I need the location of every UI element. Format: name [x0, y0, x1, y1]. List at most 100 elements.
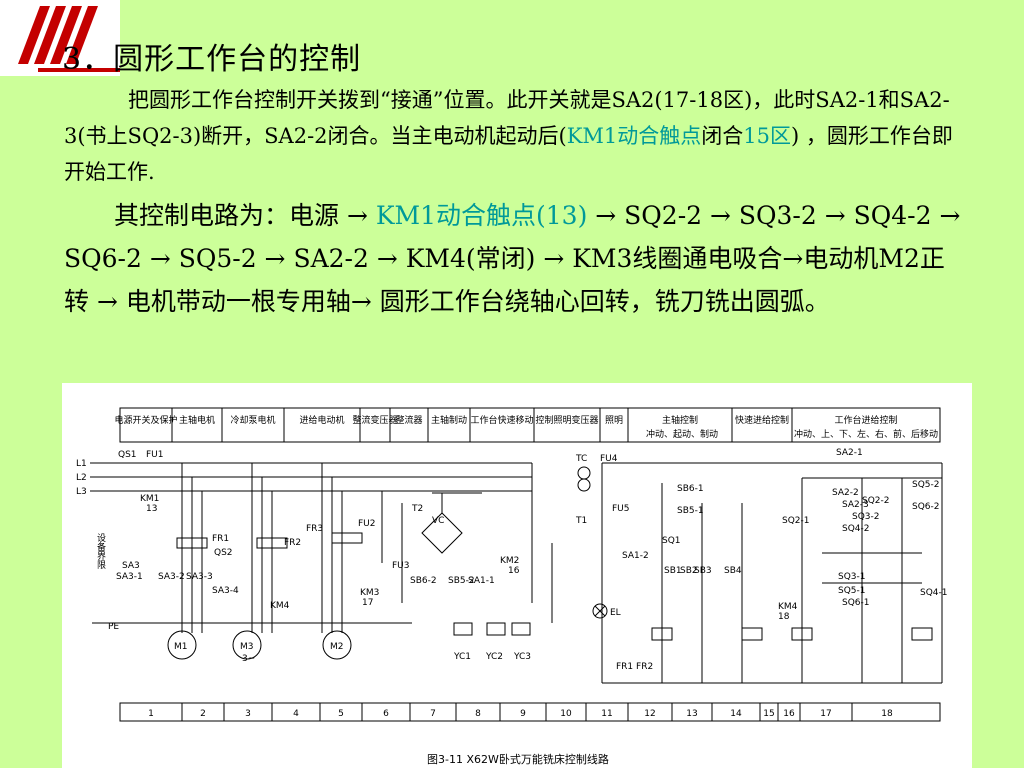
intro-text-1: 把圆形工作台控制开关拨到“接通”位置。此开关就是SA2(17-18区)，此时SA… [64, 88, 950, 148]
zone-number: 2 [200, 709, 206, 719]
component-label: SB4 [724, 566, 742, 576]
zone-number: 7 [430, 709, 436, 719]
component-label: M1 [174, 642, 188, 652]
component-label: T1 [575, 516, 587, 526]
component-label: SB2 [680, 566, 698, 576]
component-label: FR3 [306, 524, 323, 534]
component-label: 设备界限 [95, 533, 106, 570]
component-label: SQ4-2 [842, 524, 870, 534]
zone-number: 16 [783, 709, 795, 719]
component-label: FU5 [612, 504, 630, 514]
component-label: SQ3-2 [852, 512, 880, 522]
component-label: FR2 [284, 538, 301, 548]
zone-number: 13 [686, 709, 697, 719]
header-cell: 快速进给控制 [735, 414, 789, 426]
component-label: FU4 [600, 454, 618, 464]
component-label: 17 [362, 598, 373, 608]
logo-mark-icon [18, 6, 98, 64]
component-label: EL [610, 608, 621, 618]
circuit-path-paragraph: 其控制电路为：电源 → KM1动合触点(13) → SQ2-2 → SQ3-2 … [64, 194, 964, 323]
component-label: SB5-1 [677, 506, 704, 516]
intro-paragraph: 把圆形工作台控制开关拨到“接通”位置。此开关就是SA2(17-18区)，此时SA… [64, 82, 954, 190]
header-cell: 电源开关及保护 [114, 414, 177, 426]
subheader-cell: 冲动、上、下、左、右、前、后移动 [794, 428, 938, 440]
component-label: SA3 [122, 561, 140, 571]
component-label: SQ5-2 [912, 480, 940, 490]
component-label: FU3 [392, 561, 410, 571]
intro-text-2: 闭合 [701, 124, 744, 148]
header-cell: 主轴电机 [179, 414, 215, 426]
circuit-diagram: 电源开关及保护主轴电机冷却泵电机进给电动机整流变压器整流器主轴制动工作台快速移动… [76, 407, 948, 766]
subheader-cell: 冲动、起动、制动 [646, 428, 718, 440]
intro-highlight-zone: 15区 [743, 124, 792, 148]
logo-stripe [38, 68, 120, 72]
component-label: SA3-2 [158, 572, 185, 582]
component-label: L3 [76, 487, 87, 497]
component-label: FR1 FR2 [616, 662, 653, 672]
component-label: SQ5-1 [838, 586, 866, 596]
component-label: 16 [508, 566, 520, 576]
slide-title: 3．圆形工作台的控制 [62, 42, 362, 77]
component-label: SB1 [664, 566, 682, 576]
component-label: SQ3-1 [838, 572, 866, 582]
component-label: TC [575, 454, 587, 464]
component-label: L2 [76, 473, 87, 483]
component-label: T2 [411, 504, 423, 514]
intro-text-3: ) ，圆形工作台即开始工作. [64, 124, 953, 184]
component-label: KM2 [500, 556, 519, 566]
figure-caption: 图3-11 X62W卧式万能铣床控制线路 [427, 752, 609, 766]
component-label: KM3 [360, 588, 379, 598]
component-label: SQ2-2 [862, 496, 890, 506]
header-cell: 主轴控制 [662, 414, 698, 426]
header-cell: 冷却泵电机 [230, 414, 275, 426]
component-label: 13 [146, 504, 157, 514]
zone-number: 6 [383, 709, 389, 719]
component-label: SQ6-2 [912, 502, 940, 512]
logo [0, 0, 120, 76]
component-label: YC3 [513, 652, 531, 662]
circuit-highlight-km1: KM1动合触点(13) [375, 201, 588, 230]
component-label: SQ1 [662, 536, 681, 546]
header-cell: 控制照明变压器 [535, 414, 598, 426]
component-label: SB3 [694, 566, 712, 576]
component-label: SA3-4 [212, 586, 239, 596]
zone-number: 17 [820, 709, 831, 719]
component-label: KM4 [270, 601, 290, 611]
component-label: M2 [330, 642, 344, 652]
zone-number: 8 [475, 709, 481, 719]
component-label: FU1 [146, 450, 164, 460]
component-label: PE [108, 622, 119, 632]
component-label: KM1 [140, 494, 159, 504]
zone-number: 9 [520, 709, 526, 719]
component-label: SA1-1 [468, 576, 495, 586]
component-label: FU2 [358, 519, 376, 529]
component-label: QS1 [118, 450, 137, 460]
component-label: SQ4-1 [920, 588, 948, 598]
component-label: SA2-3 [842, 500, 869, 510]
component-label: SQ6-1 [842, 598, 870, 608]
component-label: SA3-3 [186, 572, 213, 582]
component-label: SA2-1 [836, 448, 863, 458]
zone-number: 4 [293, 709, 299, 719]
component-label: SB6-1 [677, 484, 704, 494]
zone-number: 1 [148, 709, 154, 719]
component-label: FR1 [212, 534, 229, 544]
component-label: M3 [240, 642, 254, 652]
component-label: YC1 [453, 652, 471, 662]
zone-number: 3 [245, 709, 251, 719]
intro-highlight-km1: KM1动合触点 [566, 124, 702, 148]
zone-number: 12 [644, 709, 655, 719]
zone-number: 15 [763, 709, 774, 719]
header-cell: 工作台进给控制 [834, 414, 897, 426]
component-label: SA1-2 [622, 551, 649, 561]
zone-number: 10 [560, 709, 572, 719]
component-label: SA3-1 [116, 572, 143, 582]
circuit-diagram-figure: 电源开关及保护主轴电机冷却泵电机进给电动机整流变压器整流器主轴制动工作台快速移动… [62, 383, 972, 768]
component-label: QS2 [214, 548, 233, 558]
zone-number: 18 [881, 709, 893, 719]
circuit-text-1: 其控制电路为：电源 → [114, 201, 376, 230]
component-label: SB5-2 [448, 576, 475, 586]
component-label: KM4 [778, 602, 798, 612]
component-label: L1 [76, 459, 87, 469]
component-label: SA2-2 [832, 488, 859, 498]
